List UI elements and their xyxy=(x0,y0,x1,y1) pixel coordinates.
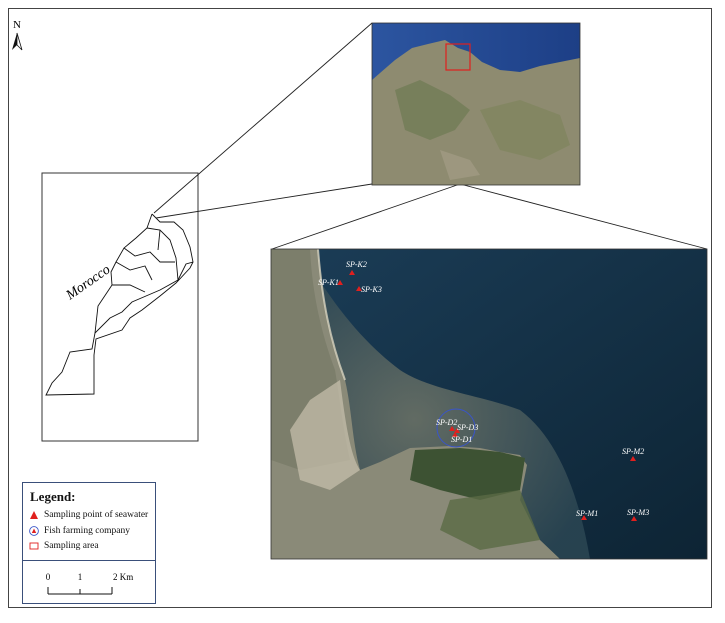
scale-bar: 0 1 2 Km xyxy=(46,572,133,595)
marker-sp-k1 xyxy=(337,280,343,285)
legend-item-sampling-area: Sampling area xyxy=(29,541,99,551)
label-sp-k2: SP-K2 xyxy=(346,260,367,269)
marker-sp-d1 xyxy=(452,432,458,437)
zoom-connector-lines xyxy=(153,22,708,250)
detail-satellite-view xyxy=(270,248,708,560)
label-sp-d1: SP-D1 xyxy=(451,435,472,444)
scale-tick-2: 2 Km xyxy=(113,572,133,582)
label-sp-m1: SP-M1 xyxy=(576,509,598,518)
north-label: N xyxy=(13,19,21,31)
label-sp-m3: SP-M3 xyxy=(627,508,649,517)
scale-tick-1: 1 xyxy=(78,572,83,582)
morocco-outline xyxy=(45,213,194,396)
scale-tick-0: 0 xyxy=(46,572,51,582)
label-sp-d3: SP-D3 xyxy=(457,423,478,432)
label-sp-k3: SP-K3 xyxy=(361,285,382,294)
fish-farm-icon xyxy=(29,526,39,536)
marker-sp-m1 xyxy=(581,515,587,520)
north-arrow-icon xyxy=(12,32,23,51)
fish-farm-circle xyxy=(436,408,476,448)
map-legend: Legend: Sampling point of seawater Fish … xyxy=(22,482,156,604)
legend-title: Legend: xyxy=(30,489,76,504)
legend-item-label: Fish farming company xyxy=(44,526,131,536)
regional-satellite-inset xyxy=(371,22,581,186)
map-frame xyxy=(8,8,712,608)
sampling-area-rectangle xyxy=(445,43,471,71)
marker-sp-m3 xyxy=(631,516,637,521)
label-sp-m2: SP-M2 xyxy=(622,447,644,456)
sampling-point-labels: SP-K2 SP-K1 SP-K3 SP-D2 SP-D3 SP-D1 SP-M… xyxy=(318,260,649,518)
legend-item-fish-farm: Fish farming company xyxy=(29,526,130,536)
label-sp-d2: SP-D2 xyxy=(436,418,457,427)
red-rectangle-icon xyxy=(29,541,39,551)
marker-sp-k3 xyxy=(356,286,362,291)
marker-sp-m2 xyxy=(630,456,636,461)
red-triangle-icon xyxy=(29,510,39,520)
sampling-point-markers xyxy=(337,270,637,521)
marker-sp-d3 xyxy=(454,428,460,433)
legend-divider xyxy=(23,560,155,561)
marker-sp-d2 xyxy=(449,426,455,431)
label-sp-k1: SP-K1 xyxy=(318,278,339,287)
legend-item-label: Sampling point of seawater xyxy=(44,510,149,520)
legend-item-sampling-point: Sampling point of seawater xyxy=(29,510,148,520)
legend-item-label: Sampling area xyxy=(44,541,99,551)
country-inset-box xyxy=(41,172,199,442)
marker-sp-k2 xyxy=(349,270,355,275)
